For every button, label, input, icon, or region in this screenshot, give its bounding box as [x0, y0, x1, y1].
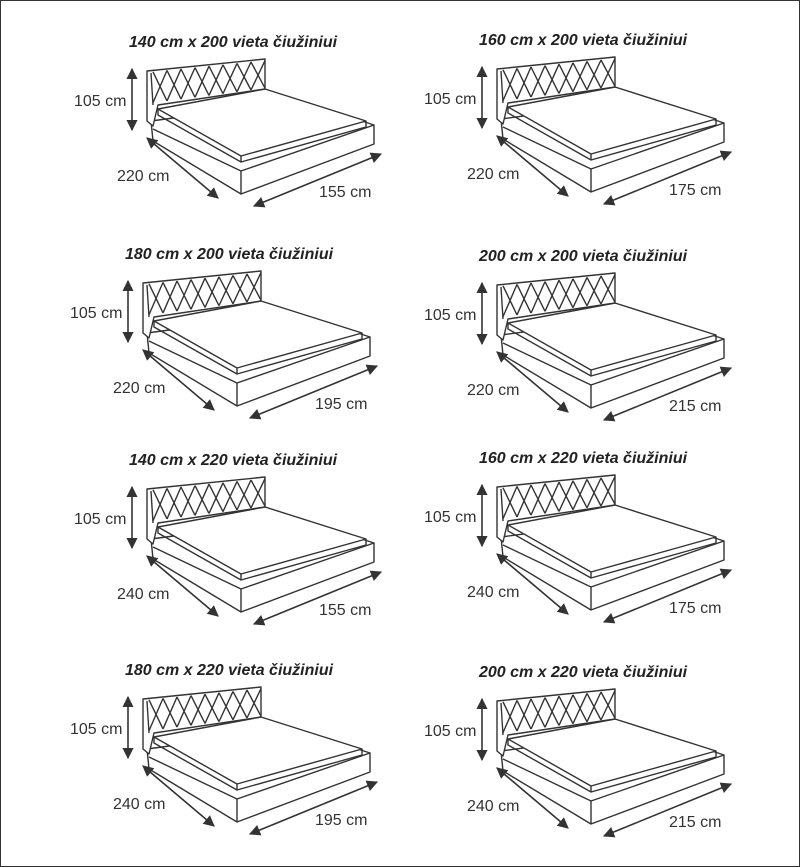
bed-drawing — [142, 270, 371, 407]
width-arrow — [248, 364, 379, 420]
width-label: 215 cm — [669, 398, 721, 415]
length-label: 220 cm — [467, 166, 519, 183]
bed-drawing — [496, 688, 725, 825]
height-label: 105 cm — [70, 721, 122, 738]
width-arrow — [252, 570, 383, 626]
bed-panel: 180 cm x 220 vieta čiužiniui 105 cm 240 cm… — [70, 662, 379, 836]
bed-drawing — [496, 474, 725, 611]
length-arrow — [496, 767, 569, 829]
height-label: 105 cm — [424, 91, 476, 108]
width-arrow — [252, 152, 383, 208]
length-arrow — [146, 555, 219, 617]
width-label: 175 cm — [669, 600, 721, 617]
width-arrow — [602, 568, 733, 624]
height-label: 105 cm — [424, 307, 476, 324]
panel-title: 180 cm x 200 vieta čiužiniui — [125, 246, 334, 263]
bed-panel: 140 cm x 200 vieta čiužiniui 105 cm 220 cm… — [74, 34, 383, 208]
height-label: 105 cm — [424, 509, 476, 526]
length-arrow — [496, 135, 569, 197]
panel-title: 180 cm x 220 vieta čiužiniui — [125, 662, 334, 679]
height-label: 105 cm — [74, 511, 126, 528]
bed-drawing — [496, 56, 725, 193]
bed-drawing — [142, 686, 371, 823]
bed-panel: 160 cm x 220 vieta čiužiniui 105 cm 240 cm… — [424, 450, 733, 624]
bed-drawing — [146, 476, 375, 613]
width-arrow — [602, 782, 733, 838]
bed-panel: 200 cm x 220 vieta čiužiniui 105 cm 240 cm… — [424, 664, 733, 838]
length-label: 240 cm — [113, 796, 165, 813]
panel-title: 200 cm x 220 vieta čiužiniui — [478, 664, 688, 681]
length-arrow — [496, 351, 569, 413]
width-label: 175 cm — [669, 182, 721, 199]
length-label: 240 cm — [117, 586, 169, 603]
bed-panel: 160 cm x 200 vieta čiužiniui 105 cm 220 cm… — [424, 32, 733, 206]
bed-drawing — [146, 58, 375, 195]
height-label: 105 cm — [74, 93, 126, 110]
length-arrow — [146, 137, 219, 199]
bed-panel: 140 cm x 220 vieta čiužiniui 105 cm 240 cm… — [74, 452, 383, 626]
panel-title: 160 cm x 200 vieta čiužiniui — [479, 32, 688, 49]
length-arrow — [142, 765, 215, 827]
length-label: 240 cm — [467, 798, 519, 815]
width-arrow — [248, 780, 379, 836]
length-arrow — [142, 349, 215, 411]
bed-drawing — [496, 272, 725, 409]
length-label: 220 cm — [113, 380, 165, 397]
bed-panel: 200 cm x 200 vieta čiužiniui 105 cm 220 cm… — [424, 248, 733, 422]
height-label: 105 cm — [424, 723, 476, 740]
width-label: 155 cm — [319, 184, 371, 201]
width-label: 195 cm — [315, 396, 367, 413]
panel-title: 160 cm x 220 vieta čiužiniui — [479, 450, 688, 467]
width-label: 155 cm — [319, 602, 371, 619]
width-arrow — [602, 366, 733, 422]
width-label: 195 cm — [315, 812, 367, 829]
panel-title: 140 cm x 220 vieta čiužiniui — [129, 452, 338, 469]
length-label: 240 cm — [467, 584, 519, 601]
height-label: 105 cm — [70, 305, 122, 322]
length-label: 220 cm — [467, 382, 519, 399]
width-label: 215 cm — [669, 814, 721, 831]
length-label: 220 cm — [117, 168, 169, 185]
bed-panel: 180 cm x 200 vieta čiužiniui 105 cm 220 cm… — [70, 246, 379, 420]
panel-title: 200 cm x 200 vieta čiužiniui — [478, 248, 688, 265]
length-arrow — [496, 553, 569, 615]
panel-title: 140 cm x 200 vieta čiužiniui — [129, 34, 338, 51]
width-arrow — [602, 150, 733, 206]
